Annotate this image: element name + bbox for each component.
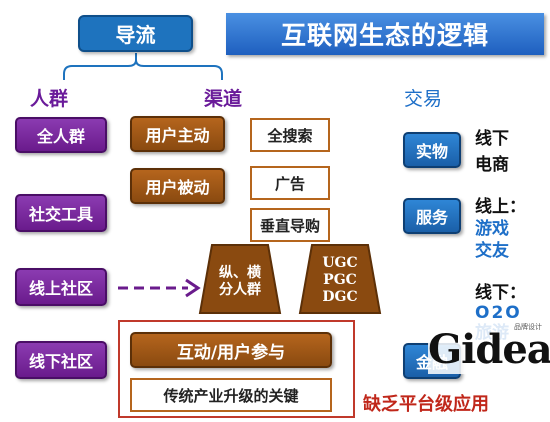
crowd-item-offline: 线下社区 (15, 341, 107, 379)
page-title: 互联网生态的逻辑 (280, 21, 489, 50)
channel-label: 全搜索 (267, 126, 313, 145)
trapezoid-right (298, 244, 382, 314)
channel-ad-box: 广告 (250, 166, 330, 200)
trade-goods-button: 实物 (403, 132, 461, 168)
crowd-item-online: 线上社区 (15, 268, 107, 306)
trade-button-label: 服务 (415, 208, 448, 227)
column-head-channel: 渠道 (204, 88, 243, 110)
trade-label-line: O2O (475, 303, 522, 323)
trapezoid-left (198, 244, 282, 314)
trade-label-line: 游戏 (475, 219, 509, 239)
channel-search-box: 全搜索 (250, 118, 330, 152)
trade-label-line: 电商 (475, 155, 509, 175)
brace-left-line (63, 53, 137, 80)
logo-wordmark: Gidea (428, 326, 550, 373)
crowd-item-label: 线上社区 (28, 279, 93, 298)
upgrade-key-box: 传统产业升级的关键 (130, 378, 332, 412)
trapezoid-left-label: 纵、横 分人群 (219, 265, 261, 298)
interaction-box: 互动/用户参与 (130, 332, 332, 368)
column-head-crowd: 人群 (30, 88, 69, 110)
trade-label-line: 线上： (475, 197, 526, 217)
trade-label-line: 线下： (475, 283, 526, 303)
user-passive-box: 用户被动 (130, 168, 225, 204)
daoliu-label: 导流 (115, 23, 156, 47)
key-upgrade-frame (118, 320, 355, 418)
logo-subtitle: 品牌设计 (514, 323, 542, 331)
user-action-label: 用户主动 (145, 126, 210, 145)
channel-vertical-box: 垂直导购 (250, 208, 330, 242)
user-action-label: 用户被动 (145, 178, 210, 197)
brace-right-line (135, 59, 223, 80)
dashed-arrow-head (185, 278, 201, 298)
crowd-item-label: 线下社区 (28, 352, 93, 371)
crowd-item-social: 社交工具 (15, 194, 107, 232)
daoliu-box: 导流 (78, 15, 193, 52)
trapezoid-right-label: UGC PGC DGC (322, 254, 358, 305)
trade-service-button: 服务 (403, 198, 461, 234)
lack-platform-text: 缺乏平台级应用 (363, 394, 489, 415)
trade-goods-label: 线下 电商 (475, 126, 509, 178)
user-active-box: 用户主动 (130, 116, 225, 152)
logo: 品牌设计 Gidea (428, 322, 550, 374)
crowd-item-all: 全人群 (15, 117, 107, 153)
trade-button-label: 实物 (415, 142, 448, 161)
crowd-item-label: 社交工具 (28, 205, 93, 224)
upgrade-key-label: 传统产业升级的关键 (163, 386, 299, 405)
column-head-trade: 交易 (404, 88, 443, 110)
trade-label-line: 线下 (475, 129, 509, 149)
crowd-item-label: 全人群 (36, 127, 85, 146)
trade-service-label: 线上： 游戏 交友 (475, 196, 526, 262)
channel-label: 广告 (274, 174, 305, 193)
interaction-label: 互动/用户参与 (176, 342, 286, 363)
title-banner: 互联网生态的逻辑 (226, 13, 544, 55)
channel-label: 垂直导购 (259, 216, 320, 235)
trade-label-line: 交友 (475, 241, 509, 261)
